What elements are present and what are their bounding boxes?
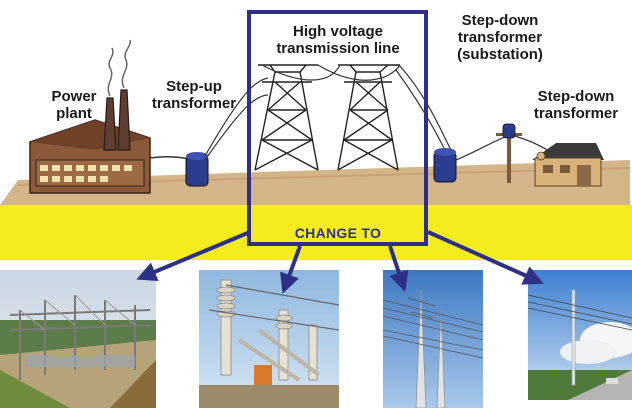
ground — [0, 160, 630, 205]
concrete-pole-photo — [383, 270, 483, 408]
highlight-box — [247, 10, 428, 246]
roadside-pole-photo — [528, 270, 632, 400]
smoke — [107, 39, 131, 97]
transmission-tower-1 — [254, 64, 319, 171]
transmission-tower-2 — [337, 64, 400, 171]
substation-transformer — [433, 148, 457, 183]
step-up-transformer — [185, 152, 209, 187]
power-plant-building — [29, 119, 151, 194]
utility-pole — [496, 123, 522, 183]
substation-photo — [0, 270, 156, 408]
change-to-label: CHANGE TO — [294, 225, 382, 241]
smokestacks — [103, 89, 131, 151]
insulator-closeup-photo — [199, 270, 339, 408]
house — [532, 143, 604, 187]
